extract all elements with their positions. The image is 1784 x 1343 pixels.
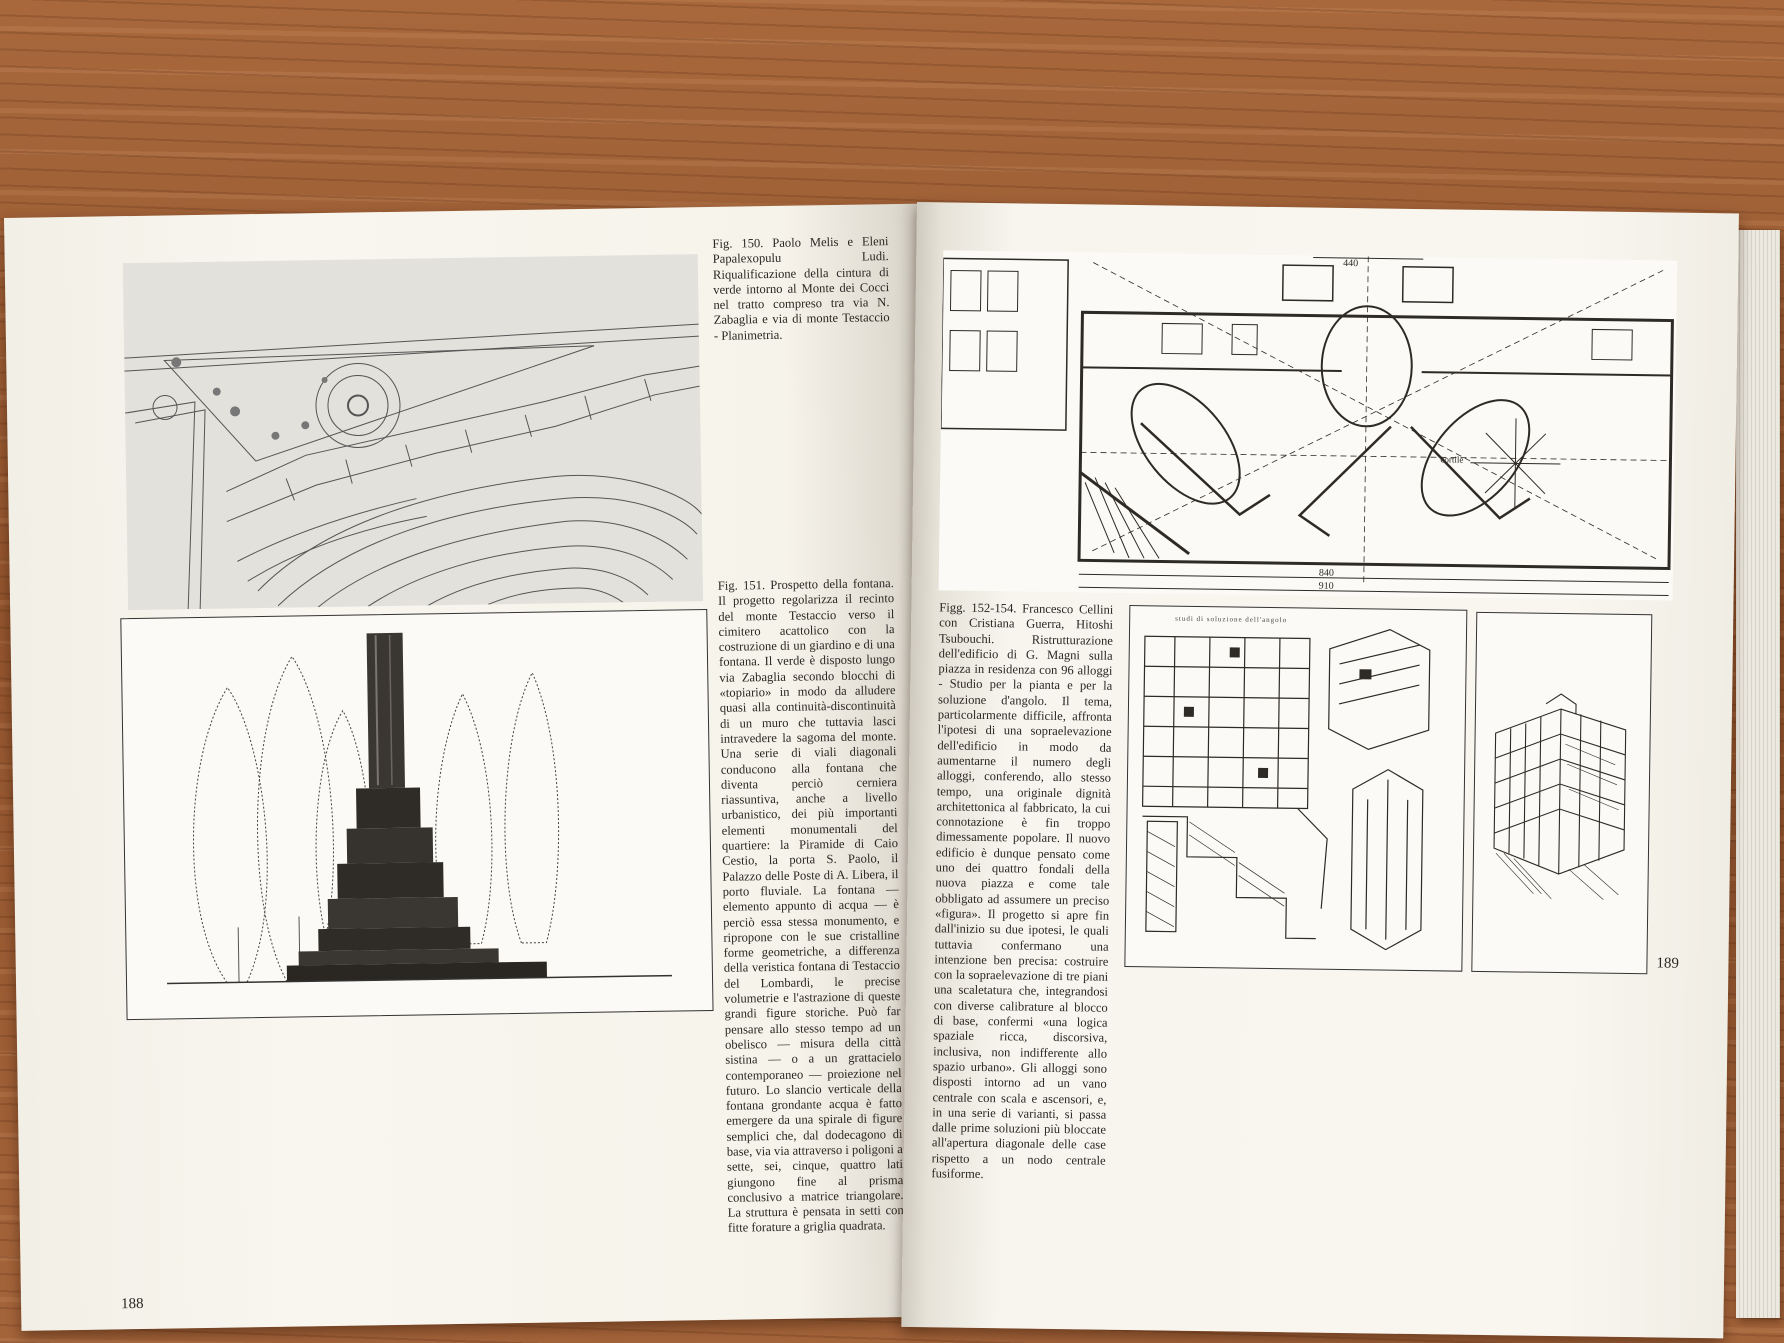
- floor-plan-svg: 440 840 910 cortile: [940, 256, 1674, 597]
- fig150-caption: Fig. 150. Paolo Melis e Eleni Papalexopu…: [712, 234, 890, 343]
- right-page: 440 840 910 cortile Figg. 152-154. Franc…: [901, 202, 1739, 1339]
- perspective-svg: [1493, 693, 1627, 900]
- fig152-sketches: studi di soluzione dell'angolo: [1124, 605, 1468, 972]
- plan-label: cortile: [1440, 454, 1463, 464]
- plan-dim-top: 440: [1343, 258, 1358, 269]
- page-stack-edge: [1736, 230, 1780, 1318]
- fig154-perspective-sketch: [1471, 611, 1653, 975]
- fig152-154-caption: Figg. 152-154. Francesco Cellini con Cri…: [931, 600, 1114, 1182]
- fig151-fountain-elevation: [120, 609, 714, 1021]
- site-plan-drawing: [124, 323, 703, 610]
- plan-dim-910: 910: [1319, 581, 1334, 592]
- left-page: Fig. 150. Paolo Melis e Eleni Papalexopu…: [4, 203, 938, 1331]
- plan-dim-840: 840: [1319, 568, 1334, 579]
- floor-plan-drawing: 440 840 910 cortile: [938, 250, 1678, 601]
- sketch-title: studi di soluzione dell'angolo: [1175, 615, 1287, 625]
- page-number-right: 189: [1656, 955, 1680, 972]
- sketches-svg: studi di soluzione dell'angolo: [1141, 615, 1431, 951]
- fig151-text: Fig. 151. Prospetto della fontana. Il pr…: [717, 576, 904, 1236]
- page-number-left: 188: [120, 1295, 144, 1313]
- fig150-site-plan: [122, 254, 704, 611]
- fountain-drawing: [167, 632, 672, 985]
